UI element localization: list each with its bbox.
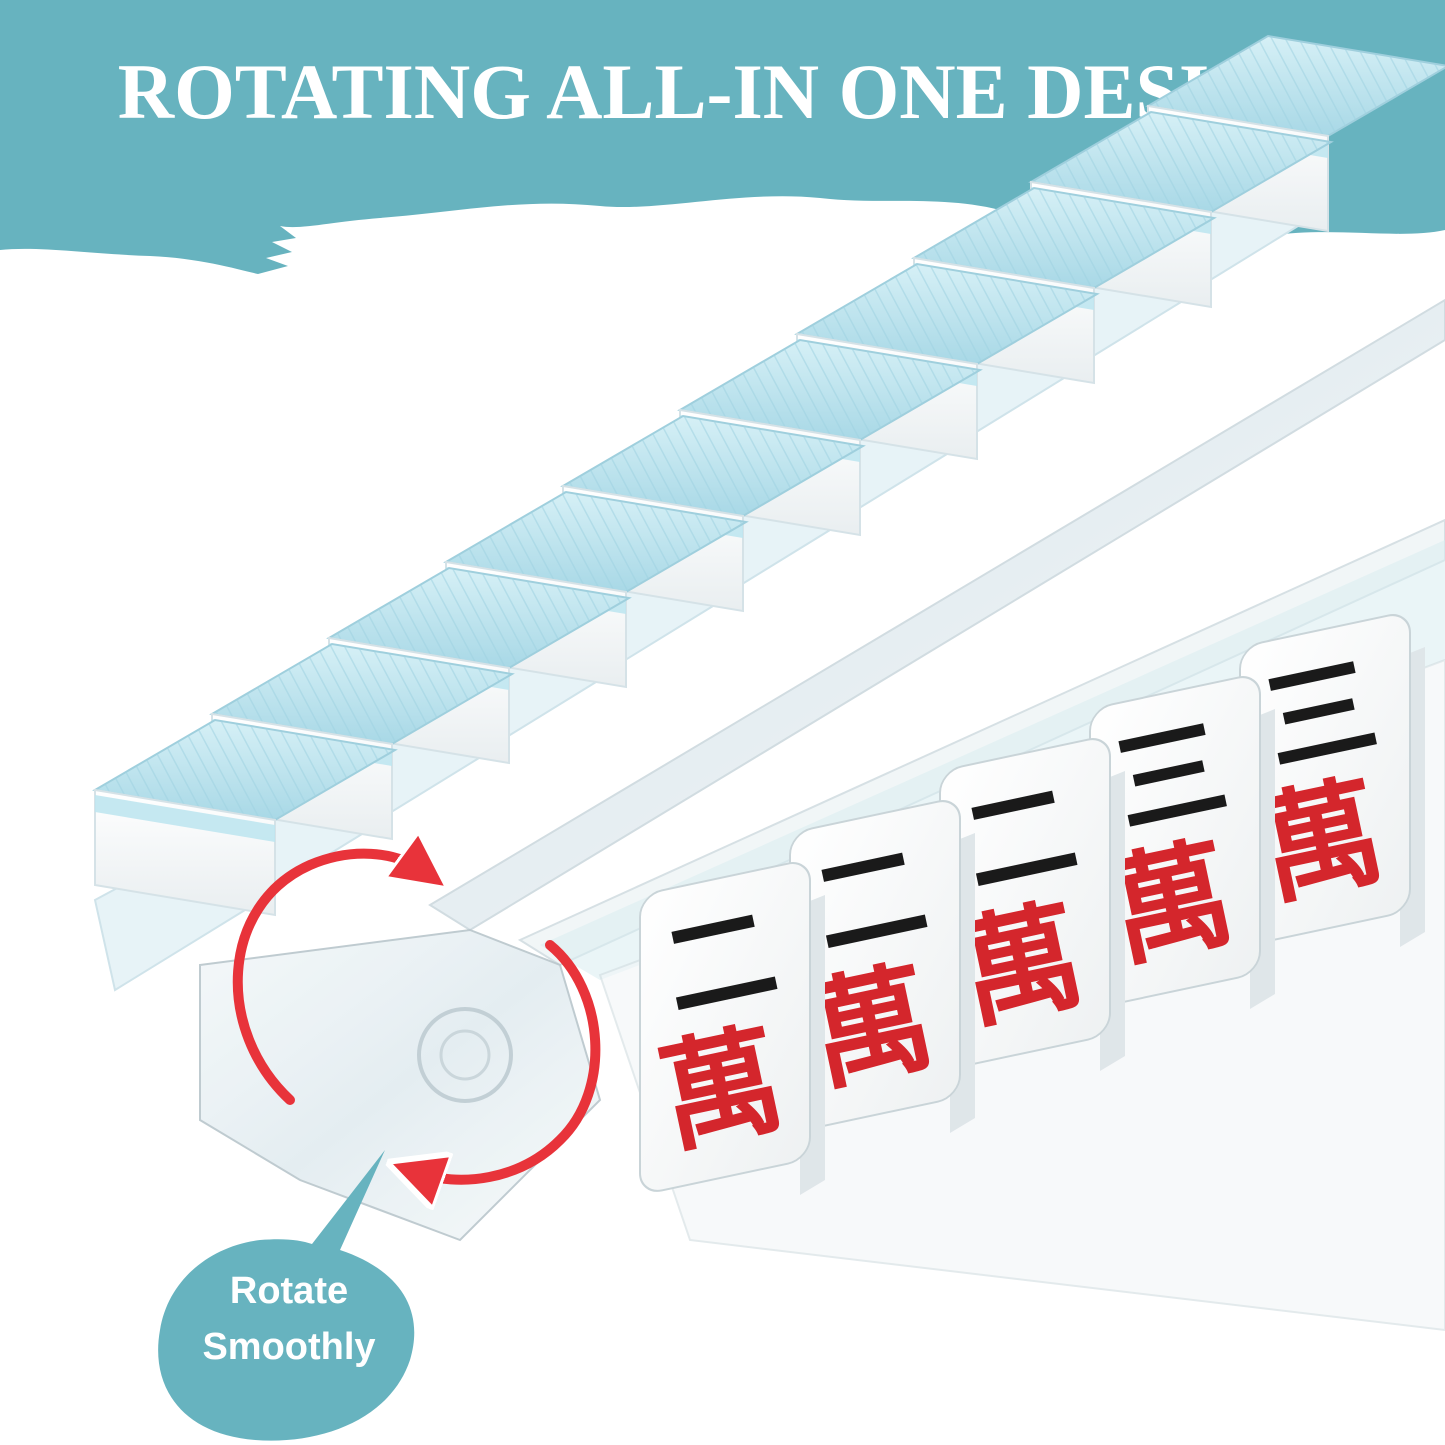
tile-numeral: 三 [1103, 702, 1237, 851]
callout-bubble [158, 1150, 415, 1441]
callout-text: Rotate Smoothly [158, 1232, 420, 1407]
rotate-arrow-upper-icon [232, 854, 425, 1105]
tile-numeral: 三 [1253, 640, 1387, 789]
back-tile-rack [92, 34, 1445, 992]
tile-numeral: 二 [653, 888, 787, 1037]
callout-line2: Smoothly [202, 1325, 376, 1368]
banner-title: ROTATING ALL-IN ONE DESIGN [118, 48, 1327, 135]
back-tile [92, 718, 398, 992]
tile-character: 萬 [648, 1008, 795, 1171]
rotate-arrow-lower-icon [415, 940, 601, 1180]
tile-numeral: 二 [953, 764, 1087, 913]
callout-line1: Rotate [229, 1270, 349, 1313]
face-tile: 二萬 [639, 862, 825, 1195]
tile-numeral: 二 [803, 826, 937, 975]
